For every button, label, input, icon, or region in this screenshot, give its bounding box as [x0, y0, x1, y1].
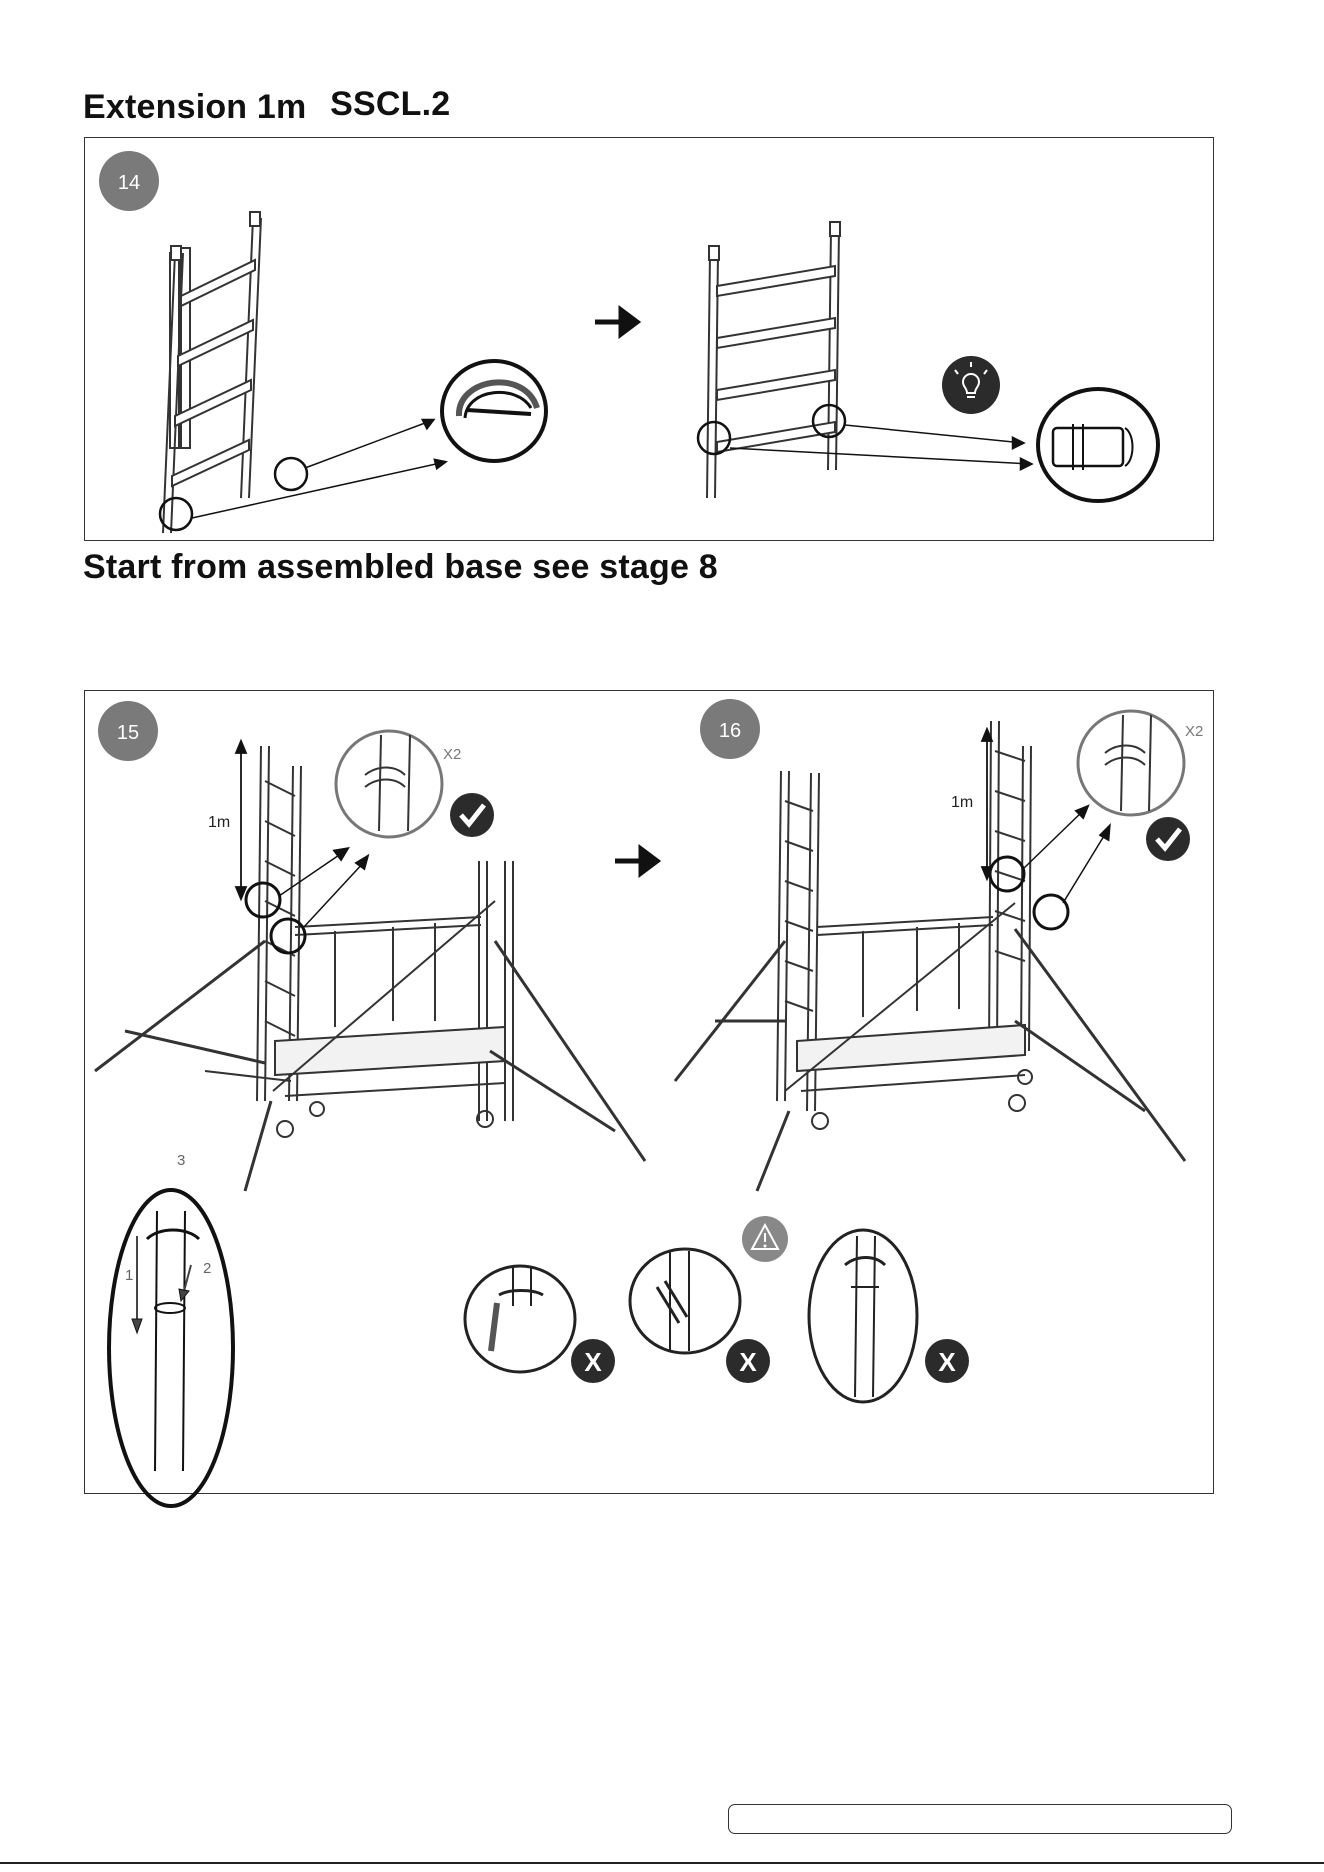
- lightbulb-icon: [942, 356, 1000, 414]
- step-14-badge: 14: [99, 151, 159, 211]
- height-label-15: 1m: [208, 814, 230, 831]
- detail-label-3: 3: [177, 1152, 185, 1169]
- cross-icon: X: [726, 1339, 770, 1383]
- steps-15-16-illustration: 15 16: [85, 691, 1215, 1495]
- wrong-detail-3: [809, 1230, 917, 1402]
- instruction-text: Start from assembled base see stage 8: [83, 548, 718, 587]
- detail-label-2: 2: [203, 1260, 211, 1277]
- model-code: SSCL.2: [330, 85, 450, 123]
- callout-circles-16: [990, 807, 1109, 929]
- warning-icon: [742, 1216, 788, 1262]
- step-16-badge: 16: [700, 699, 760, 759]
- clip-on-tube-detail: [1038, 389, 1158, 501]
- tower-step-16: [675, 721, 1185, 1191]
- check-icon: [1146, 817, 1190, 861]
- step-15-number: 15: [117, 722, 139, 744]
- check-icon: [450, 793, 494, 837]
- step-15-badge: 15: [98, 701, 158, 761]
- page-title: Extension 1m SSCL.2: [83, 88, 450, 127]
- svg-text:X: X: [739, 1347, 757, 1377]
- svg-text:X: X: [584, 1347, 602, 1377]
- pin-insertion-detail: [109, 1190, 233, 1506]
- multiplier-16: X2: [1185, 723, 1203, 740]
- pin-detail-15: [336, 731, 442, 837]
- step-16-number: 16: [719, 720, 741, 742]
- cross-icon: X: [571, 1339, 615, 1383]
- step-14-panel: 14: [84, 137, 1214, 541]
- title-text: Extension 1m: [83, 88, 306, 126]
- wrong-detail-2: [630, 1249, 740, 1353]
- ladder-frame-left: [163, 212, 261, 533]
- multiplier-15: X2: [443, 746, 461, 763]
- ladder-frame-right: [707, 222, 840, 498]
- tower-step-15: [95, 746, 645, 1191]
- steps-15-16-panel: 15 16: [84, 690, 1214, 1494]
- footer-box: [728, 1804, 1232, 1834]
- callout-left-bottom: [160, 420, 445, 530]
- callout-circles-15: [246, 849, 367, 953]
- cross-icon: X: [925, 1339, 969, 1383]
- clip-detail-zoom: [442, 361, 546, 461]
- wrong-detail-1: [465, 1266, 575, 1372]
- step-14-number: 14: [118, 172, 140, 194]
- height-dimension-15: [236, 741, 246, 899]
- bottom-rule: [0, 1862, 1324, 1864]
- svg-text:X: X: [938, 1347, 956, 1377]
- height-label-16: 1m: [951, 794, 973, 811]
- right-arrow-icon: [615, 849, 657, 873]
- step-14-illustration: 14: [85, 138, 1215, 542]
- pin-detail-16: [1078, 711, 1184, 815]
- right-arrow-icon: [595, 310, 637, 334]
- detail-label-1: 1: [125, 1267, 133, 1284]
